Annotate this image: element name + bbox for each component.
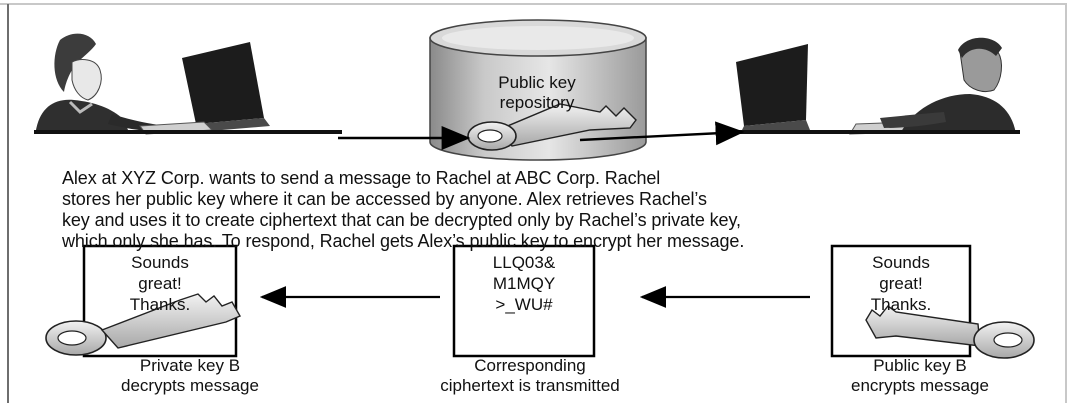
- description-line: which only she has. To respond, Rachel g…: [62, 231, 745, 251]
- cipher-line: M1MQY: [492, 274, 556, 293]
- rachel-figure: [732, 37, 1020, 135]
- right-message-text: Sounds great! Thanks.: [834, 252, 968, 315]
- message-line: Thanks.: [129, 295, 191, 314]
- private-key-icon: [45, 293, 241, 356]
- repository-key-icon: [467, 103, 637, 151]
- caption-line: encrypts message: [851, 376, 989, 395]
- cipher-line: LLQ03&: [492, 253, 556, 272]
- repository-label: Public key repository: [462, 73, 612, 113]
- left-message-text: Sounds great! Thanks.: [86, 252, 234, 315]
- caption-ciphertext: Corresponding ciphertext is transmitted: [390, 356, 670, 396]
- caption-line: decrypts message: [121, 376, 259, 395]
- description-line: Alex at XYZ Corp. wants to send a messag…: [62, 168, 661, 188]
- alex-figure: [34, 33, 342, 135]
- caption-line: ciphertext is transmitted: [440, 376, 620, 395]
- message-line: great!: [879, 274, 923, 293]
- repository-label-line1: Public key: [498, 73, 576, 92]
- message-line: Sounds: [131, 253, 189, 272]
- caption-line: Public key B: [873, 356, 967, 375]
- message-line: Thanks.: [870, 295, 932, 314]
- description-line: key and uses it to create ciphertext tha…: [62, 210, 741, 230]
- caption-line: Corresponding: [474, 356, 586, 375]
- description-line: stores her public key where it can be ac…: [62, 189, 707, 209]
- arrow-repo-to-rachel: [579, 121, 745, 146]
- repository-label-line2: repository: [499, 93, 575, 112]
- message-line: great!: [138, 274, 182, 293]
- public-key-icon: [865, 305, 1035, 359]
- frame: [0, 3, 1067, 403]
- caption-private-key: Private key B decrypts message: [70, 356, 310, 396]
- message-line: Sounds: [872, 253, 930, 272]
- caption-line: Private key B: [139, 356, 241, 375]
- ciphertext-text: LLQ03& M1MQY >_WU#: [456, 252, 592, 315]
- cipher-line: >_WU#: [495, 295, 553, 314]
- ciphertext-box-middle: [452, 244, 596, 358]
- caption-public-key: Public key B encrypts message: [800, 356, 1040, 396]
- description-text: Alex at XYZ Corp. wants to send a messag…: [62, 168, 1052, 252]
